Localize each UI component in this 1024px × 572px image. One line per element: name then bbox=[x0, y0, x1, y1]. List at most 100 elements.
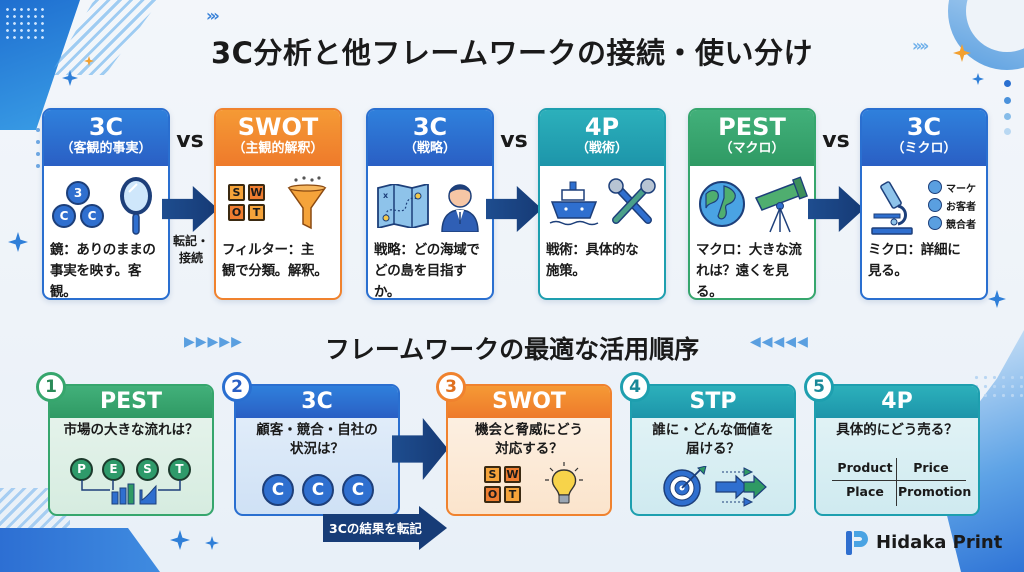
card-description: ミクロ：詳細に 見る。 bbox=[868, 242, 961, 279]
step-card-4p: 4P 具体的にどう売る？ Product Price Place Promoti… bbox=[814, 384, 980, 516]
legend-item-customer: お客者 bbox=[928, 196, 976, 214]
step-title: STP bbox=[632, 386, 794, 418]
triangle-arrows-left-icon: ◀◀◀◀◀ bbox=[750, 334, 809, 350]
legend-item-market: マーケ bbox=[928, 178, 976, 196]
card-description: 戦略：どの海域で どの島を目指すか。 bbox=[374, 242, 480, 300]
arrows-icon bbox=[715, 467, 767, 507]
target-icon bbox=[663, 466, 707, 507]
card-3c-micro: 3C （ミクロ） マーケ お客者 競合者 ミクロ：詳細に 見る。 bbox=[860, 108, 988, 300]
card-header: SWOT （主観的解釈） bbox=[216, 110, 340, 166]
brand-name: Hidaka Print bbox=[876, 531, 1003, 553]
step-title: PEST bbox=[50, 386, 212, 418]
card-title: SWOT bbox=[237, 113, 319, 141]
step-question: 誰に・どんな価値を 届ける？ bbox=[652, 422, 774, 457]
card-header: PEST （マクロ） bbox=[690, 110, 814, 166]
grid-cell-price: Price bbox=[913, 460, 949, 475]
dot-decoration bbox=[1004, 113, 1011, 120]
card-subtitle: （戦術） bbox=[575, 141, 628, 156]
step-card-3c: 3C 顧客・競合・自社の 状況は？ C C C bbox=[234, 384, 400, 516]
step-question: 市場の大きな流れは？ bbox=[63, 422, 199, 438]
brand-logo: Hidaka Print bbox=[846, 529, 1002, 555]
page-title: 3C分析と他フレームワークの接続・使い分け bbox=[210, 36, 814, 70]
arrow-right-icon bbox=[808, 186, 864, 232]
ship-icon bbox=[549, 181, 599, 226]
step-number: 2 bbox=[222, 372, 252, 402]
4p-grid: Product Price Place Promotion bbox=[832, 458, 972, 506]
mirror-icon bbox=[120, 177, 152, 235]
card-subtitle: （戦略） bbox=[403, 141, 456, 156]
step-number: 5 bbox=[804, 372, 834, 402]
dot-decoration bbox=[36, 164, 40, 168]
dot-decoration bbox=[36, 140, 40, 144]
grid-cell-place: Place bbox=[846, 484, 884, 499]
sparkle-icon bbox=[205, 536, 219, 550]
vs-label: vs bbox=[500, 128, 528, 153]
connector-label: 転記・ 接続 bbox=[172, 234, 209, 265]
dot-decoration bbox=[36, 128, 40, 132]
chart-icon bbox=[928, 180, 942, 194]
businessman-icon bbox=[441, 184, 479, 232]
step-number: 3 bbox=[436, 372, 466, 402]
card-3c-objective: 3C （客観的事実） 3 C C 鏡：ありのままの 事実を映す。客観。 bbox=[42, 108, 170, 300]
dot-decoration bbox=[36, 152, 40, 156]
step-number: 1 bbox=[36, 372, 66, 402]
dot-decoration bbox=[1004, 80, 1011, 87]
card-3c-strategy: 3C （戦略） x 戦略：どの海域で どの島を目指すか。 bbox=[366, 108, 494, 300]
svg-text:x: x bbox=[383, 191, 389, 200]
card-title: 3C bbox=[412, 113, 448, 141]
lightbulb-icon bbox=[545, 462, 583, 504]
microscope-icon bbox=[871, 181, 913, 235]
tools-icon bbox=[608, 178, 656, 224]
card-pest-macro: PEST （マクロ） マクロ：大きな流 れは？遠くを見る。 bbox=[688, 108, 816, 300]
vs-label: vs bbox=[822, 128, 850, 153]
step-title: 4P bbox=[816, 386, 978, 418]
step-number: 4 bbox=[620, 372, 650, 402]
vs-label: vs bbox=[176, 128, 204, 153]
sparkle-icon bbox=[84, 56, 94, 66]
3c-legend: マーケ お客者 競合者 bbox=[928, 178, 976, 232]
card-header: 3C （客観的事実） bbox=[44, 110, 168, 166]
telescope-icon bbox=[754, 176, 808, 233]
card-header: 4P （戦術） bbox=[540, 110, 664, 166]
sparkle-icon bbox=[988, 290, 1006, 308]
card-description: 戦術：具体的な 施策。 bbox=[546, 242, 639, 279]
step-card-swot: SWOT 機会と脅威にどう 対応する？ S W O T bbox=[446, 384, 612, 516]
grid-cell-product: Product bbox=[837, 460, 893, 475]
triangle-arrows-right-icon: ▶▶▶▶▶ bbox=[184, 334, 243, 350]
card-title: 4P bbox=[584, 113, 620, 141]
arrow-right-icon bbox=[486, 186, 542, 232]
building-icon bbox=[928, 216, 942, 230]
sparkle-icon bbox=[972, 73, 984, 85]
chevrons-icon: ›››› bbox=[912, 36, 929, 55]
chevrons-icon: ››› bbox=[206, 6, 220, 25]
section-title: フレームワークの最適な活用順序 bbox=[324, 335, 700, 364]
card-title: 3C bbox=[88, 113, 124, 141]
step-title: 3C bbox=[236, 386, 398, 418]
ring-decoration bbox=[948, 0, 1024, 70]
person-icon bbox=[928, 198, 942, 212]
transfer-arrow: 3Cの結果を転記 bbox=[323, 506, 447, 550]
corner-decoration-bottom-left bbox=[0, 528, 160, 572]
arrow-right-icon bbox=[162, 186, 218, 232]
card-description: フィルター：主 観で分類。解釈。 bbox=[222, 242, 328, 279]
map-icon: x bbox=[377, 184, 429, 228]
logo-icon bbox=[846, 531, 868, 555]
globe-icon bbox=[699, 181, 745, 227]
card-4p-tactics: 4P （戦術） 戦術：具体的な 施策。 bbox=[538, 108, 666, 300]
card-subtitle: （客観的事実） bbox=[60, 141, 152, 156]
card-swot-subjective: SWOT （主観的解釈） S W O T フィルター：主 観で分類。解釈。 bbox=[214, 108, 342, 300]
card-title: 3C bbox=[906, 113, 942, 141]
arrow-right-icon bbox=[392, 418, 448, 480]
step-title: SWOT bbox=[448, 386, 610, 418]
sparkle-icon bbox=[8, 232, 28, 252]
dot-decoration bbox=[1004, 97, 1011, 104]
legend-item-competitor: 競合者 bbox=[928, 214, 976, 232]
card-title: PEST bbox=[718, 113, 786, 141]
card-description: 鏡：ありのままの 事実を映す。客観。 bbox=[50, 242, 156, 300]
grid-cell-promotion: Promotion bbox=[898, 484, 972, 499]
card-header: 3C （戦略） bbox=[368, 110, 492, 166]
step-question: 具体的にどう売る？ bbox=[836, 422, 958, 438]
transfer-label: 3Cの結果を転記 bbox=[329, 521, 422, 536]
step-card-stp: STP 誰に・どんな価値を 届ける？ bbox=[630, 384, 796, 516]
step-question: 機会と脅威にどう 対応する？ bbox=[475, 422, 583, 457]
